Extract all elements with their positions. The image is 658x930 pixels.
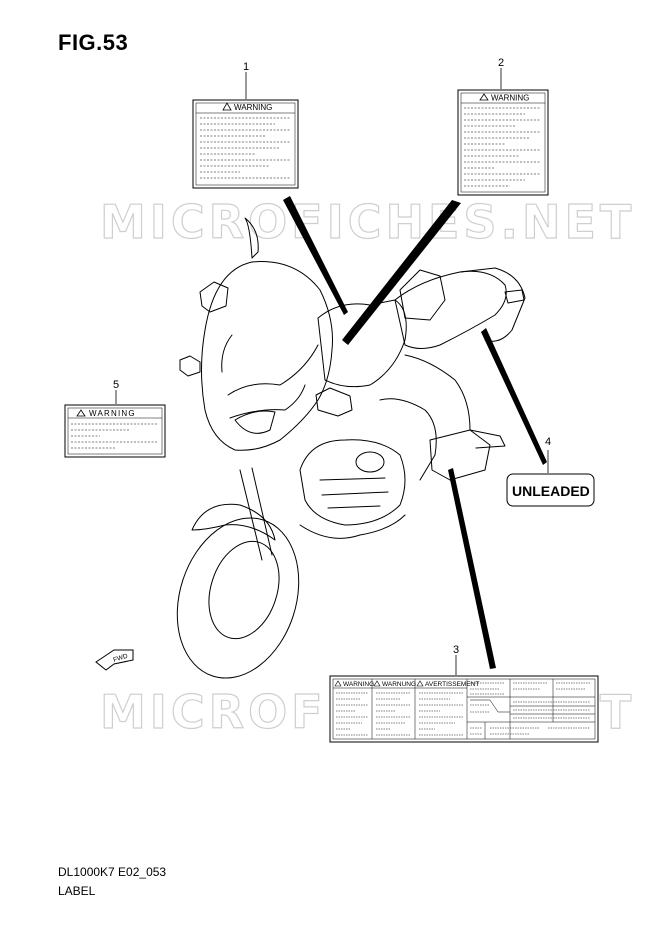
label-2: WARNING bbox=[457, 89, 549, 196]
label-3: WARNING WARNUNG AVERTISSEMENT bbox=[329, 675, 599, 743]
warning-triangle-icon bbox=[479, 93, 489, 101]
label-2-warning-text: WARNING bbox=[491, 94, 529, 103]
label-1: WARNING bbox=[192, 99, 299, 189]
callout-2: 2 bbox=[498, 57, 504, 69]
warning-triangle-icon bbox=[76, 409, 86, 417]
callout-5: 5 bbox=[113, 379, 119, 391]
leader-lines bbox=[283, 196, 547, 669]
figure-title: FIG.53 bbox=[58, 30, 129, 55]
callout-1: 1 bbox=[243, 61, 249, 73]
callout-3: 3 bbox=[453, 644, 459, 656]
label-3-warning-fr: AVERTISSEMENT bbox=[425, 681, 479, 688]
fwd-arrow-icon: FWD bbox=[95, 649, 134, 671]
warning-triangle-icon bbox=[222, 102, 232, 111]
warning-triangle-icon bbox=[334, 680, 342, 687]
fwd-text: FWD bbox=[112, 653, 129, 664]
label-3-warning-en: WARNING bbox=[343, 681, 374, 688]
unleaded-text: UNLEADED bbox=[512, 483, 590, 499]
label-4: UNLEADED bbox=[506, 473, 595, 507]
watermark-top: MICROFICHES.NET bbox=[100, 195, 635, 249]
callout-4: 4 bbox=[545, 436, 551, 448]
label-3-warning-de: WARNUNG bbox=[382, 681, 416, 688]
warning-triangle-icon bbox=[373, 680, 381, 687]
warning-triangle-icon bbox=[416, 680, 424, 687]
motorcycle-drawing bbox=[176, 217, 526, 679]
diagram-caption: LABEL bbox=[58, 884, 96, 898]
label-5-warning-text: WARNING bbox=[89, 409, 136, 418]
label-5: WARNING bbox=[64, 404, 166, 458]
label-1-warning-text: WARNING bbox=[234, 103, 272, 112]
diagram-code: DL1000K7 E02_053 bbox=[58, 865, 167, 879]
